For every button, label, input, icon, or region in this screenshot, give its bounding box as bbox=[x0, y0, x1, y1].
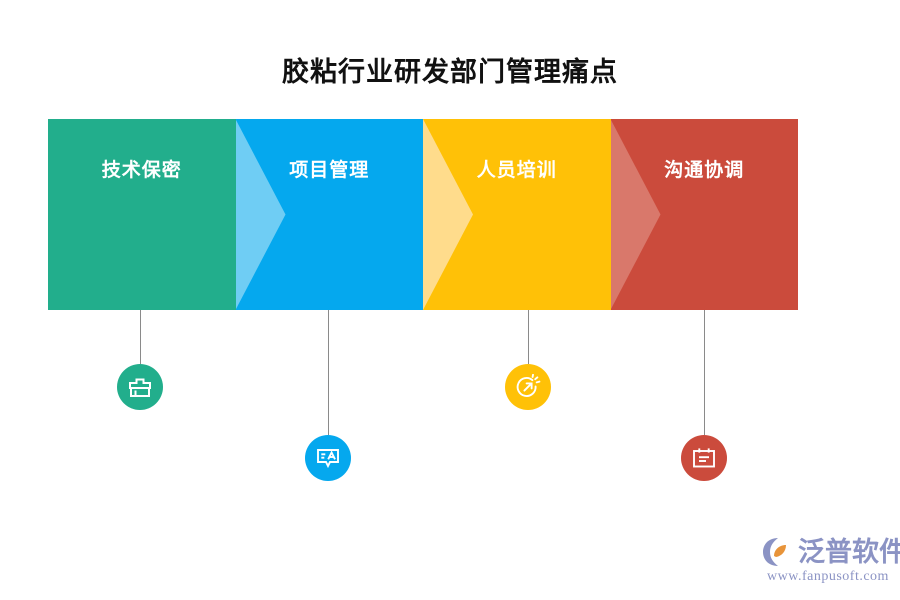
banner-segment-1[interactable]: 技术保密 bbox=[48, 119, 236, 310]
connector-line-2 bbox=[328, 310, 329, 435]
logo-url: www.fanpusoft.com bbox=[767, 569, 889, 584]
process-banner: 技术保密 项目管理 人员培训 沟通协调 bbox=[48, 119, 798, 310]
connector-line-1 bbox=[140, 310, 141, 364]
banner-segment-3-label: 人员培训 bbox=[476, 160, 557, 181]
logo-wordmark: 泛普软件 bbox=[798, 537, 900, 567]
growth-arrow-icon bbox=[516, 374, 541, 397]
icon-circle-4[interactable] bbox=[681, 435, 727, 481]
banner-segment-4[interactable]: 沟通协调 bbox=[610, 119, 798, 310]
banner-segment-3[interactable]: 人员培训 bbox=[423, 119, 611, 310]
banner-segment-1-label: 技术保密 bbox=[101, 160, 182, 181]
icon-circle-1[interactable] bbox=[117, 364, 163, 410]
calendar-note-icon bbox=[693, 448, 715, 468]
banner-segment-2[interactable]: 项目管理 bbox=[235, 119, 423, 310]
page-title: 胶粘行业研发部门管理痛点 bbox=[282, 57, 618, 87]
icon-circle-3[interactable] bbox=[505, 364, 551, 410]
connector-line-4 bbox=[704, 310, 705, 435]
shop-front-icon bbox=[129, 378, 151, 397]
fanpu-logo-mark-icon bbox=[762, 536, 796, 568]
banner-segment-4-label: 沟通协调 bbox=[664, 160, 745, 181]
brand-logo[interactable]: 泛普软件 www.fanpusoft.com bbox=[762, 534, 900, 588]
banner-segment-2-label: 项目管理 bbox=[289, 160, 370, 181]
icon-circle-2[interactable] bbox=[305, 435, 351, 481]
logo-row: 泛普软件 bbox=[762, 534, 900, 570]
translate-bubble-icon bbox=[317, 449, 339, 469]
connector-line-3 bbox=[528, 310, 529, 364]
